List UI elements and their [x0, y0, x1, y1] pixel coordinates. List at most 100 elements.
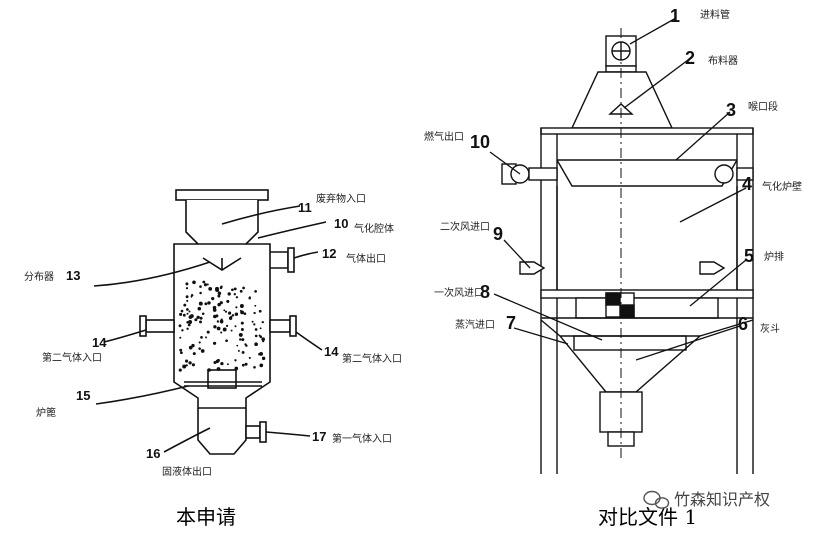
- right-caption: 对比文件 1: [598, 505, 697, 529]
- bed-particle: [217, 358, 220, 361]
- bed-particle: [233, 293, 236, 296]
- bed-particle: [240, 328, 244, 331]
- bed-particle: [178, 368, 182, 372]
- bed-particle: [234, 312, 239, 316]
- bed-particle: [222, 327, 227, 332]
- right-callout-5: 5: [744, 246, 754, 266]
- bed-particle: [254, 328, 258, 331]
- bed-particle: [223, 309, 226, 312]
- bed-particle: [200, 349, 205, 353]
- left-callout-numbers: 11 10 12 13 14 14 15 16 17: [66, 200, 348, 461]
- bed-particle: [179, 312, 183, 316]
- bed-particle: [236, 344, 239, 347]
- bed-particle: [243, 312, 247, 315]
- bed-particle: [207, 368, 211, 372]
- right-callout-labels: 进料管 布料器 喉口段 燃气出口 气化炉壁 二次风进口 炉排 一次风进口 蒸汽进…: [424, 8, 802, 335]
- bed-particle: [254, 290, 257, 293]
- right-callout-7: 7: [506, 313, 516, 333]
- left-label-first-gas-inlet: 第一气体入口: [332, 432, 392, 445]
- left-callout-17: 17: [312, 429, 326, 444]
- bed-particle: [251, 320, 254, 323]
- bed-particle: [244, 343, 247, 346]
- right-callout-10: 10: [470, 132, 490, 152]
- bed-particle: [207, 301, 211, 305]
- right-callout-2: 2: [685, 48, 695, 68]
- bed-particle: [224, 310, 228, 313]
- bed-particle: [194, 318, 198, 322]
- left-callout-16: 16: [146, 446, 160, 461]
- bed-particle: [203, 283, 208, 287]
- bed-particle: [206, 283, 209, 286]
- bed-particle: [220, 331, 223, 334]
- bed-particle: [216, 367, 221, 371]
- bed-particle: [188, 320, 193, 324]
- bed-particle: [213, 325, 217, 329]
- bed-particle: [190, 293, 194, 297]
- right-callout-6: 6: [738, 314, 748, 334]
- bed-particle: [235, 296, 239, 299]
- left-callout-14b: 14: [324, 344, 339, 359]
- bed-particle: [228, 311, 232, 315]
- bed-particle: [182, 364, 187, 369]
- left-callout-12: 12: [322, 246, 336, 261]
- left-leader-lines: [93, 205, 327, 453]
- bed-particle: [189, 314, 194, 318]
- bed-particle: [179, 336, 182, 339]
- bed-particle: [186, 299, 189, 302]
- bed-particle: [259, 351, 264, 356]
- bed-particle: [254, 334, 258, 338]
- bed-particle: [199, 316, 203, 320]
- bed-particle: [233, 287, 237, 291]
- bed-particle: [181, 329, 184, 332]
- bed-particle: [248, 296, 251, 300]
- left-label-second-gas-inlet-left: 第二气体入口: [42, 351, 102, 364]
- bed-particle: [191, 343, 195, 348]
- right-label-grate: 炉排: [764, 250, 784, 263]
- bed-particle: [198, 301, 203, 306]
- right-callout-numbers: 1 2 3 10 4 9 5 8 7 6: [470, 6, 754, 334]
- left-label-gasification-chamber: 气化腔体: [354, 222, 394, 235]
- bed-particle: [244, 362, 248, 366]
- right-callout-4: 4: [742, 174, 752, 194]
- bed-particle: [200, 336, 203, 339]
- bed-particle: [186, 320, 190, 324]
- bed-particle: [219, 286, 223, 290]
- bed-particle: [202, 280, 206, 284]
- bed-particle: [180, 309, 184, 313]
- bed-particle: [259, 327, 262, 330]
- right-label-steam-inlet: 蒸汽进口: [455, 318, 495, 331]
- bed-particle: [215, 286, 219, 291]
- bed-particle: [213, 360, 217, 365]
- bed-particle: [188, 361, 192, 365]
- bed-particle: [237, 349, 240, 352]
- left-label-distributor: 分布器: [24, 271, 54, 283]
- bed-particle: [230, 315, 233, 318]
- bed-particle: [258, 309, 262, 313]
- left-label-grate: 炉篦: [36, 406, 56, 419]
- left-callout-14a: 14: [92, 335, 107, 350]
- bed-particle: [239, 338, 242, 341]
- bed-particle: [185, 287, 189, 290]
- bed-particle: [192, 280, 196, 285]
- bed-particle: [259, 363, 264, 368]
- bed-particle: [186, 312, 189, 315]
- bed-particle: [191, 363, 195, 367]
- right-label-furnace-wall: 气化炉壁: [762, 180, 802, 193]
- bed-particle: [234, 325, 237, 328]
- left-label-solid-liquid-outlet: 固液体出口: [162, 465, 212, 478]
- bed-particle: [234, 366, 239, 371]
- gasifier-bed-particles: [178, 280, 266, 372]
- right-label-throat: 喉口段: [748, 100, 778, 113]
- bed-particle: [219, 301, 223, 305]
- bed-particle: [220, 318, 223, 321]
- right-gasifier-drawing: [501, 35, 754, 474]
- bed-particle: [242, 286, 245, 290]
- bed-particle: [199, 291, 202, 295]
- bed-particle: [226, 299, 230, 303]
- watermark-text: 竹森知识产权: [674, 490, 770, 509]
- bed-particle: [261, 356, 266, 361]
- bed-particle: [183, 303, 187, 307]
- bed-particle: [220, 320, 224, 324]
- bed-particle: [205, 336, 207, 339]
- bed-particle: [253, 323, 256, 326]
